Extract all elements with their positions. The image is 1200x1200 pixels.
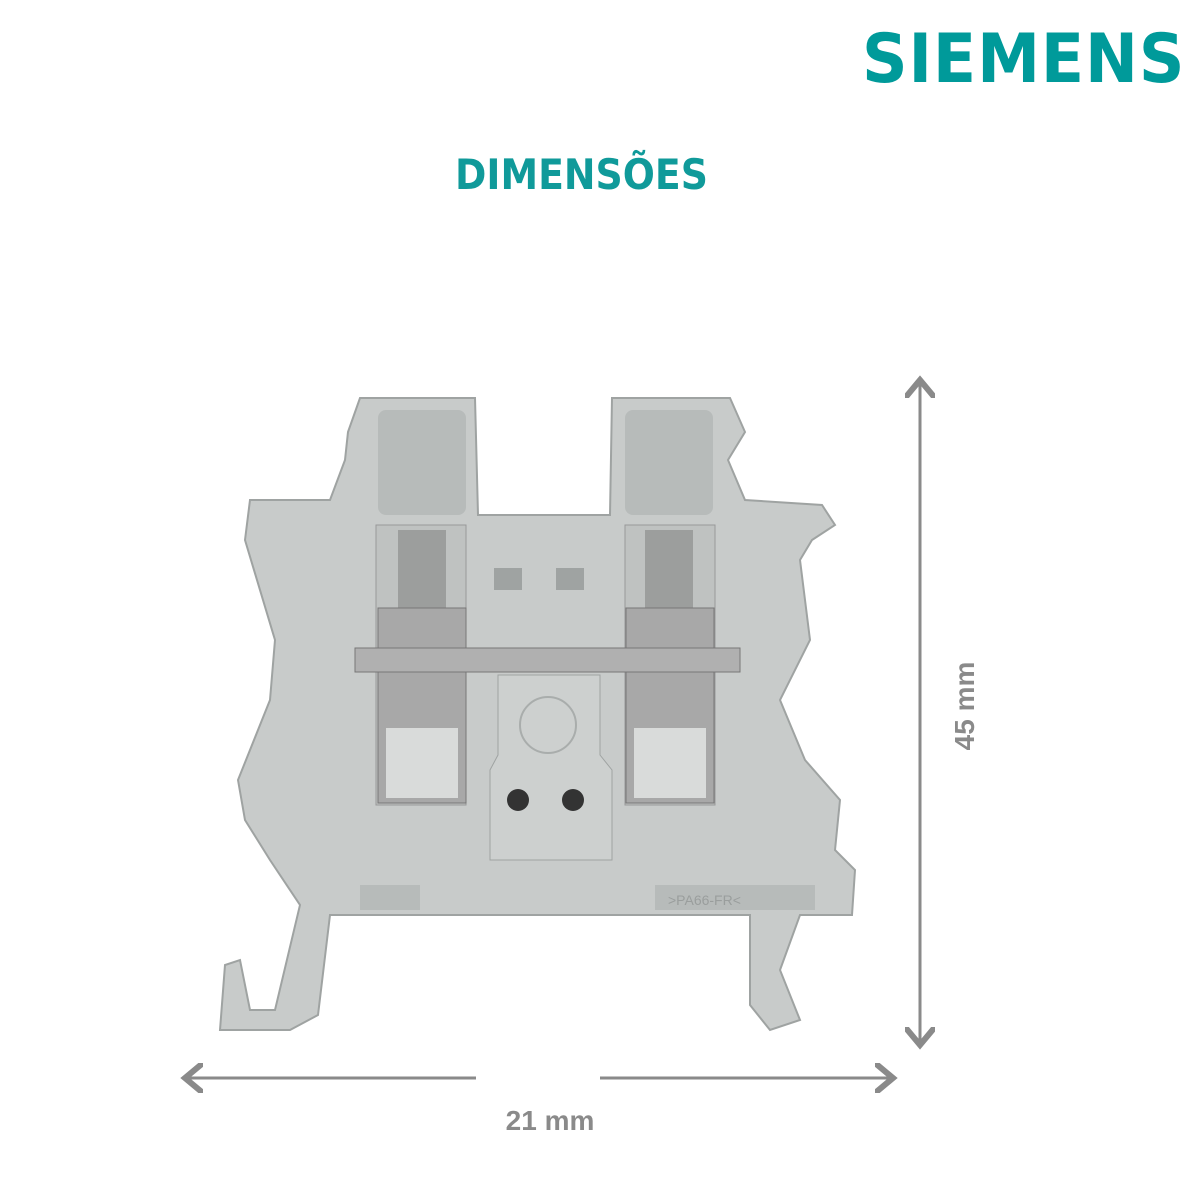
screw-left	[398, 530, 446, 610]
wire-entry-right	[625, 410, 713, 515]
siemens-logo: SIEMENS	[862, 20, 1186, 99]
height-label: 45 mm	[949, 661, 980, 751]
screw-right	[645, 530, 693, 610]
terminal-block: >PA66-FR<	[218, 397, 857, 1032]
marker-slot	[489, 674, 613, 861]
page-title: DIMENSÕES	[455, 150, 708, 199]
material-marking: >PA66-FR<	[668, 892, 741, 908]
wire-entry-left	[378, 410, 466, 515]
width-label: 21 mm	[505, 1105, 595, 1136]
bus-bar	[354, 647, 741, 673]
